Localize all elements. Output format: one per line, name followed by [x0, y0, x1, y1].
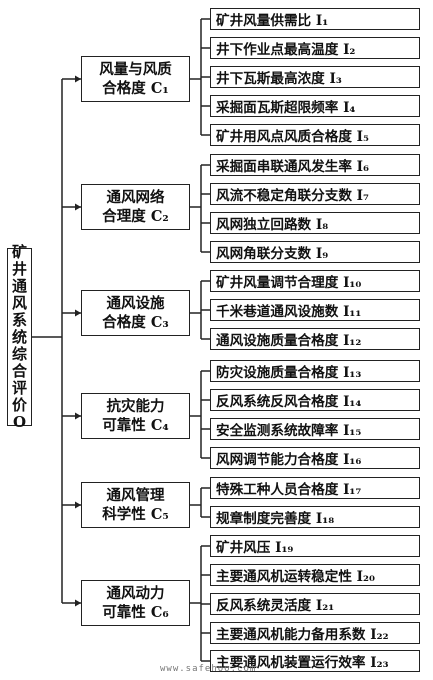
indicator-i18: 规章制度完善度 I₁₈	[210, 506, 420, 528]
category-node-c6: 通风动力可靠性 C₆	[81, 580, 190, 626]
category-c3-line2: 合格度 C₃	[102, 314, 169, 331]
category-c5-line2: 科学性 C₅	[102, 506, 169, 523]
indicator-i22: 主要通风机能力备用系数 I₂₂	[210, 622, 420, 644]
category-arrow-4	[75, 412, 81, 420]
indicator-i3: 井下瓦斯最高浓度 I₃	[210, 66, 420, 88]
category-c4-line1: 抗灾能力	[106, 398, 165, 415]
indicator-i5: 矿井用风点风质合格度 I₅	[210, 124, 420, 146]
category-node-c5: 通风管理科学性 C₅	[81, 482, 190, 528]
watermark: www.safehoo.com	[160, 664, 257, 674]
indicator-i23: 主要通风机装置运行效率 I₂₃	[210, 650, 420, 672]
category-node-c4: 抗灾能力可靠性 C₄	[81, 393, 190, 439]
indicator-i2: 井下作业点最高温度 I₂	[210, 37, 420, 59]
category-c1-line2: 合格度 C₁	[102, 80, 169, 97]
indicator-i8: 风网独立回路数 I₈	[210, 212, 420, 234]
category-arrow-2	[75, 203, 81, 211]
root-node: 矿井通风系统综合评价O	[7, 243, 32, 430]
category-c6-line1: 通风动力	[106, 585, 165, 602]
indicator-i17: 特殊工种人员合格度 I₁₇	[210, 477, 420, 499]
category-arrow-5	[75, 501, 81, 509]
indicator-i7: 风流不稳定角联分支数 I₇	[210, 183, 420, 205]
category-node-c2: 通风网络合理度 C₂	[81, 184, 190, 230]
category-c2-line1: 通风网络	[106, 189, 165, 206]
category-c4-line2: 可靠性 C₄	[102, 417, 169, 434]
indicator-i15: 安全监测系统故障率 I₁₅	[210, 418, 420, 440]
category-c2-line2: 合理度 C₂	[102, 208, 169, 225]
indicator-i19: 矿井风压 I₁₉	[210, 535, 420, 557]
category-arrow-1	[75, 75, 81, 83]
indicator-i9: 风网角联分支数 I₉	[210, 241, 420, 263]
indicator-i14: 反风系统反风合格度 I₁₄	[210, 389, 420, 411]
indicator-i16: 风网调节能力合格度 I₁₆	[210, 447, 420, 469]
indicator-i4: 采掘面瓦斯超限频率 I₄	[210, 95, 420, 117]
category-arrow-3	[75, 309, 81, 317]
indicator-i12: 通风设施质量合格度 I₁₂	[210, 328, 420, 350]
category-c3-line1: 通风设施	[106, 295, 165, 312]
indicator-i10: 矿井风量调节合理度 I₁₀	[210, 270, 420, 292]
category-node-c3: 通风设施合格度 C₃	[81, 290, 190, 336]
category-c6-line2: 可靠性 C₆	[102, 604, 169, 621]
category-arrow-6	[75, 599, 81, 607]
indicator-i13: 防灾设施质量合格度 I₁₃	[210, 360, 420, 382]
category-c5-line1: 通风管理	[106, 487, 165, 504]
indicator-i1: 矿井风量供需比 I₁	[210, 8, 420, 30]
indicator-i6: 采掘面串联通风发生率 I₆	[210, 154, 420, 176]
root-label: 矿井通风系统综合评价O	[11, 242, 27, 431]
indicator-i20: 主要通风机运转稳定性 I₂₀	[210, 564, 420, 586]
category-c1-line1: 风量与风质	[99, 61, 172, 78]
indicator-i11: 千米巷道通风设施数 I₁₁	[210, 299, 420, 321]
indicator-i21: 反风系统灵活度 I₂₁	[210, 593, 420, 615]
category-node-c1: 风量与风质合格度 C₁	[81, 56, 190, 102]
